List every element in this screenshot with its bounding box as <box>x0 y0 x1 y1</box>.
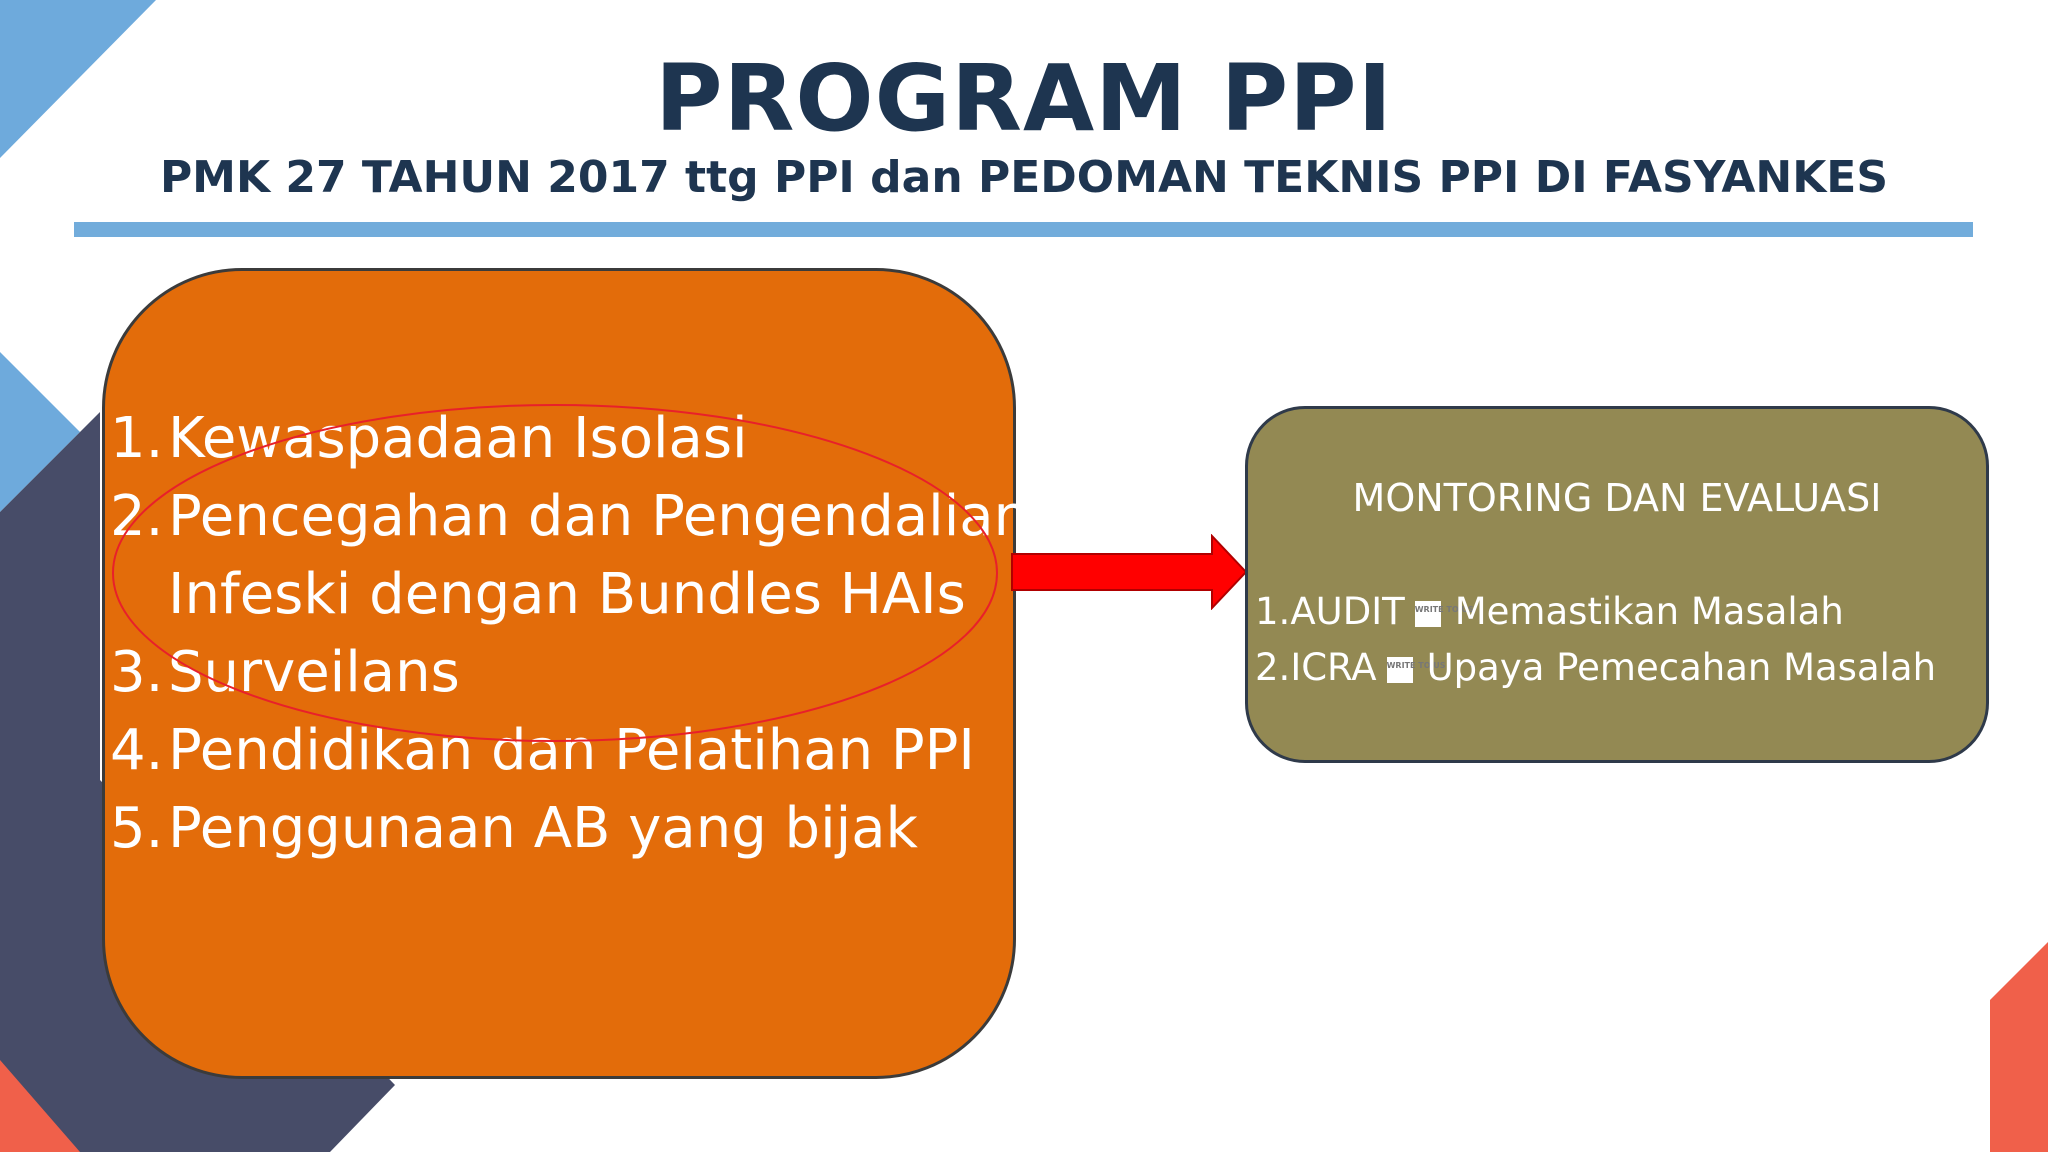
deco-bottom-right-coral <box>1990 942 2048 1152</box>
item-number: 1. <box>1255 590 1291 633</box>
monev-box <box>1245 406 1989 763</box>
write-to-us-icon: WRITE TO US <box>1386 656 1446 683</box>
item-number: 3. <box>110 640 164 705</box>
item-number: 2. <box>110 484 164 549</box>
program-item: 5. Penggunaan AB yang bijak <box>110 790 1030 868</box>
item-text-continued: Infeski dengan Bundles HAIs <box>168 562 966 627</box>
deco-left-light-band <box>0 352 80 512</box>
item-text: Surveilans <box>168 640 460 705</box>
item-term: AUDIT <box>1290 590 1405 633</box>
program-item: 1. Kewaspadaan Isolasi <box>110 400 1030 478</box>
item-number: 4. <box>110 718 164 783</box>
deco-top-left-triangle <box>0 0 156 158</box>
program-list: 1. Kewaspadaan Isolasi 2. Pencegahan dan… <box>110 400 1030 868</box>
program-item: 3. Surveilans <box>110 634 1030 712</box>
item-number: 2. <box>1255 646 1291 689</box>
monev-item: 1.AUDIT WRITE TO USMemastikan Masalah <box>1255 584 1936 640</box>
item-text: Pendidikan dan Pelatihan PPI <box>168 718 975 783</box>
write-to-us-icon: WRITE TO US <box>1414 600 1474 627</box>
item-text: Penggunaan AB yang bijak <box>168 796 918 861</box>
program-box <box>102 268 1016 1079</box>
program-item: 2. Pencegahan dan Pengendalian Infeski d… <box>110 478 1030 634</box>
item-desc: Upaya Pemecahan Masalah <box>1426 646 1937 689</box>
slide-subtitle: PMK 27 TAHUN 2017 ttg PPI dan PEDOMAN TE… <box>159 152 1889 203</box>
slide-title: PROGRAM PPI <box>655 45 1393 152</box>
highlight-ellipse <box>112 404 998 742</box>
item-text: Pencegahan dan Pengendalian <box>168 484 1030 549</box>
program-item: 4. Pendidikan dan Pelatihan PPI <box>110 712 1030 790</box>
monev-item: 2.ICRA WRITE TO USUpaya Pemecahan Masalah <box>1255 640 1936 696</box>
item-term: ICRA <box>1290 646 1377 689</box>
item-text: Kewaspadaan Isolasi <box>168 406 748 471</box>
item-desc: Memastikan Masalah <box>1454 590 1844 633</box>
title-divider <box>74 222 1973 237</box>
deco-left-dark-band <box>0 412 100 1152</box>
item-number: 1. <box>110 406 164 471</box>
right-arrow-icon <box>1011 534 1248 610</box>
deco-bottom-left-coral <box>0 1060 80 1152</box>
monev-heading: MONTORING DAN EVALUASI <box>1352 476 1882 520</box>
item-number: 5. <box>110 796 164 861</box>
